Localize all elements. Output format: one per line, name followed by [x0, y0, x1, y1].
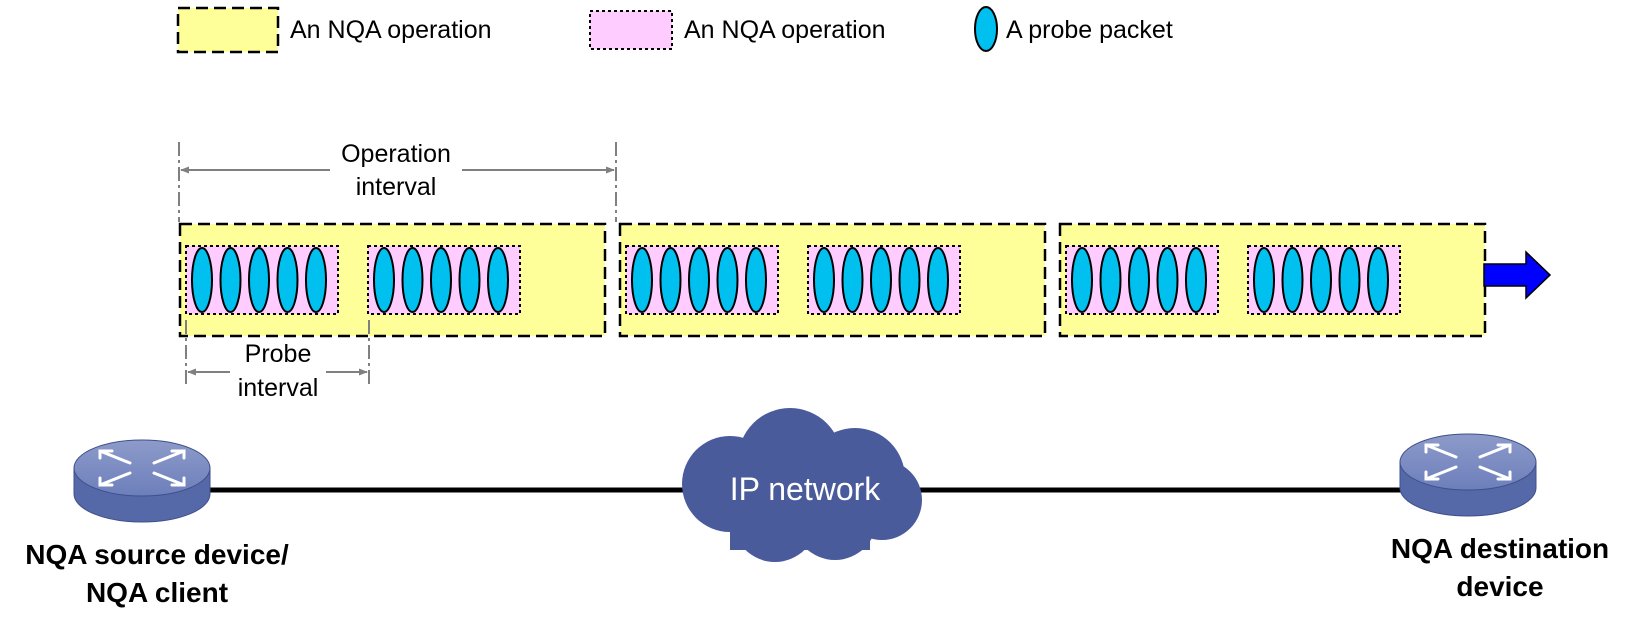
probe-packet-icon [631, 247, 653, 313]
legend-probe-packet-icon [974, 6, 998, 52]
probe-interval-label-line1: Probe [245, 340, 312, 368]
probe-packet-icon [1099, 247, 1122, 313]
router-switch-icon [1399, 433, 1537, 491]
source-device-label-line2: NQA client [86, 577, 228, 608]
probe-packet-icon [401, 247, 424, 313]
probe-packet-icon [248, 247, 270, 313]
probe-interval-dimension: Probe interval [185, 320, 370, 402]
legend-operation-label: An NQA operation [290, 16, 492, 44]
probe-packet-icon [841, 247, 864, 313]
operation-interval-label-line1: Operation [341, 140, 451, 168]
destination-device-label-line2: device [1456, 571, 1543, 602]
legend-probe-group-label: An NQA operation [684, 16, 886, 44]
probe-packet-icon [1128, 247, 1150, 313]
probe-packet-icon [373, 247, 395, 313]
probe-packet-icon [716, 247, 739, 313]
probe-packet-icon [659, 247, 682, 313]
operations-timeline [178, 222, 1487, 338]
time-arrow-icon [1483, 250, 1552, 300]
probe-packet-icon [430, 247, 452, 313]
probe-packet-icon [1185, 247, 1207, 313]
probe-packet-icon [688, 247, 710, 313]
probe-packet-icon [1367, 247, 1389, 313]
operation-interval-label-line2: interval [356, 173, 437, 201]
probe-packet-icon [1071, 247, 1093, 313]
probe-packet-icon [927, 247, 949, 313]
legend-operation-swatch [176, 6, 280, 54]
switching-arrows-icon [1424, 443, 1512, 481]
probe-packet-icon [1338, 247, 1361, 313]
legend: An NQA operation An NQA operation A prob… [176, 6, 1173, 54]
source-device [73, 439, 211, 523]
probe-packet-icon [487, 247, 509, 313]
ip-network-cloud: IP network [682, 408, 922, 562]
cloud-label: IP network [730, 471, 882, 507]
destination-device-label-line1: NQA destination [1391, 533, 1609, 564]
probe-packet-icon [305, 247, 327, 313]
probe-packet-icon [458, 247, 481, 313]
probe-packet-icon [813, 247, 835, 313]
legend-probe-group-swatch [589, 10, 673, 50]
probe-packet-icon [745, 247, 767, 313]
probe-packet-icon [1281, 247, 1304, 313]
probe-packet-icon [898, 247, 921, 313]
operation-interval-dimension: Operation interval [178, 140, 617, 222]
source-device-label-line1: NQA source device/ [25, 539, 289, 570]
probe-packet-icon [276, 247, 299, 313]
probe-packet-icon [1156, 247, 1179, 313]
probe-packet-icon [1253, 247, 1275, 313]
probe-packet-icon [219, 247, 242, 313]
probe-packet-icon [870, 247, 892, 313]
destination-device [1399, 433, 1537, 517]
legend-probe-packet-label: A probe packet [1006, 16, 1173, 44]
cloud-icon [682, 408, 922, 562]
router-switch-icon [73, 439, 211, 497]
switching-arrows-icon [98, 449, 186, 487]
probe-packet-icon [191, 247, 213, 313]
probe-packet-icon [1310, 247, 1332, 313]
probe-interval-label-line2: interval [238, 374, 319, 402]
